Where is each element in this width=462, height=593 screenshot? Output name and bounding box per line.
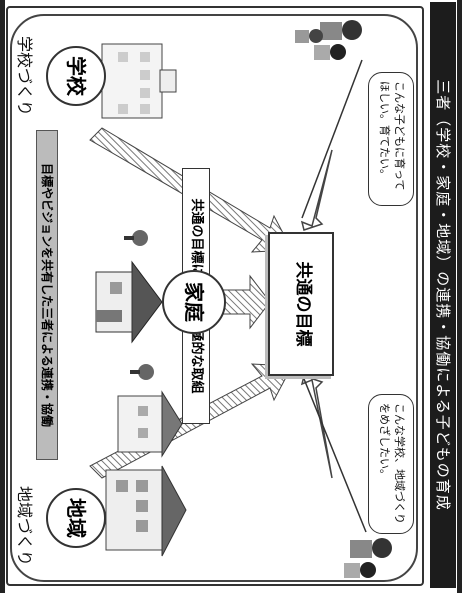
school-speech-bubble: こんな子どもに育ってほしい。育てたい。	[368, 72, 414, 206]
connector-left	[301, 59, 363, 219]
connector-right	[301, 373, 367, 533]
house-icon	[95, 260, 163, 344]
left-edge-border	[0, 0, 5, 593]
tree-icon	[124, 230, 154, 380]
home-circle: 家庭	[162, 270, 226, 334]
community-buildings-icon	[105, 390, 187, 557]
parent-to-goal-arrow	[300, 149, 333, 231]
community-to-goal-arrow	[300, 375, 333, 479]
community-circle: 地域	[46, 488, 106, 548]
school-caption: 学校づくり	[15, 36, 34, 117]
community-caption: 地域づくり	[15, 486, 34, 567]
right-edge-border	[457, 0, 462, 593]
common-goal-box: 共通の目標	[268, 232, 334, 376]
school-circle: 学校	[46, 46, 106, 106]
family-people-icon	[295, 20, 362, 60]
shared-vision-label: 目標やビジョンを共有した三者による連携・協働	[36, 130, 58, 460]
school-building-icon	[101, 43, 177, 119]
community-speech-bubble: こんな学校、地域づくりをめざしたい。	[368, 394, 414, 534]
community-people-icon	[344, 538, 392, 578]
